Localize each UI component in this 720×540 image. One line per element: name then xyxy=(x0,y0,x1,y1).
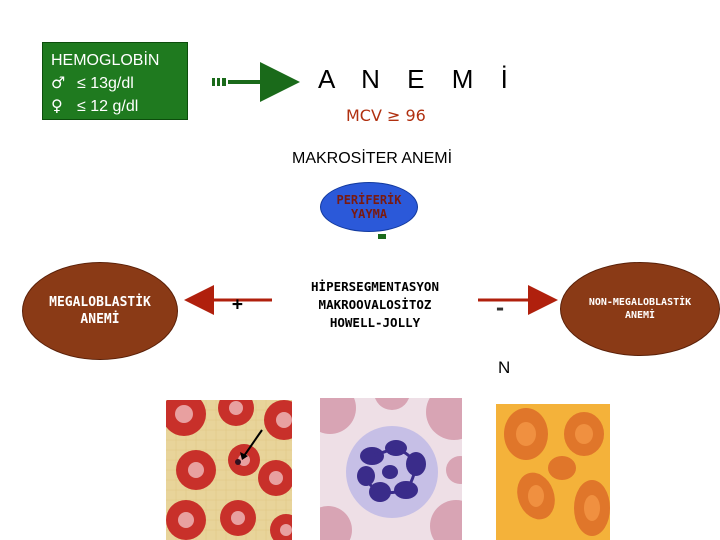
megaloblastic-line1: MEGALOBLASTİK xyxy=(49,295,151,310)
female-threshold-row: ♀ ≤ 12 g/dl xyxy=(51,95,179,118)
positive-sign: + xyxy=(232,294,243,315)
finding-howell-jolly: HOWELL-JOLLY xyxy=(329,315,421,330)
mcv-threshold: MCV ≥ 96 xyxy=(346,106,426,125)
non-megaloblastic-anemia-oval: NON-MEGALOBLASTİK ANEMİ xyxy=(560,262,720,356)
hemoglobin-title: HEMOGLOBİN xyxy=(51,52,160,69)
megaloblastic-line2: ANEMİ xyxy=(80,312,120,327)
anemia-title: A N E M İ xyxy=(318,64,518,94)
non-megaloblastic-line2: ANEMİ xyxy=(624,310,656,321)
hemoglobin-to-anemia-arrow xyxy=(212,62,300,102)
smear-connector xyxy=(378,234,386,239)
male-symbol-icon: ♂ xyxy=(51,73,66,92)
female-symbol-icon: ♀ xyxy=(51,96,63,115)
peripheral-smear-oval: PERİFERİK YAYMA xyxy=(320,182,418,232)
blood-smear-photo-howell-jolly xyxy=(166,400,292,540)
finding-hypersegmentation: HİPERSEGMENTASYON xyxy=(311,279,439,294)
finding-macroovalocytosis: MAKROOVALOSİTOZ xyxy=(318,297,432,312)
male-threshold-row: ♂ ≤ 13g/dl xyxy=(51,72,179,95)
blood-smear-photo-macrocytes xyxy=(496,404,610,540)
hemoglobin-box: HEMOGLOBİN ♂ ≤ 13g/dl ♀ ≤ 12 g/dl xyxy=(42,42,188,120)
macrocytic-anemia-label: MAKROSİTER ANEMİ xyxy=(292,150,453,167)
smear-findings: HİPERSEGMENTASYON MAKROOVALOSİTOZ HOWELL… xyxy=(282,278,468,332)
megaloblastic-anemia-oval: MEGALOBLASTİK ANEMİ xyxy=(22,262,178,360)
normal-label: N xyxy=(498,358,511,377)
male-threshold: ≤ 13g/dl xyxy=(77,75,134,92)
negative-sign: - xyxy=(494,296,507,320)
peripheral-smear-line1: PERİFERİK xyxy=(336,193,402,207)
non-megaloblastic-line1: NON-MEGALOBLASTİK xyxy=(588,297,692,308)
female-threshold: ≤ 12 g/dl xyxy=(77,98,139,115)
blood-smear-photo-hypersegmented-neutrophil xyxy=(320,398,462,540)
peripheral-smear-line2: YAYMA xyxy=(350,207,388,221)
